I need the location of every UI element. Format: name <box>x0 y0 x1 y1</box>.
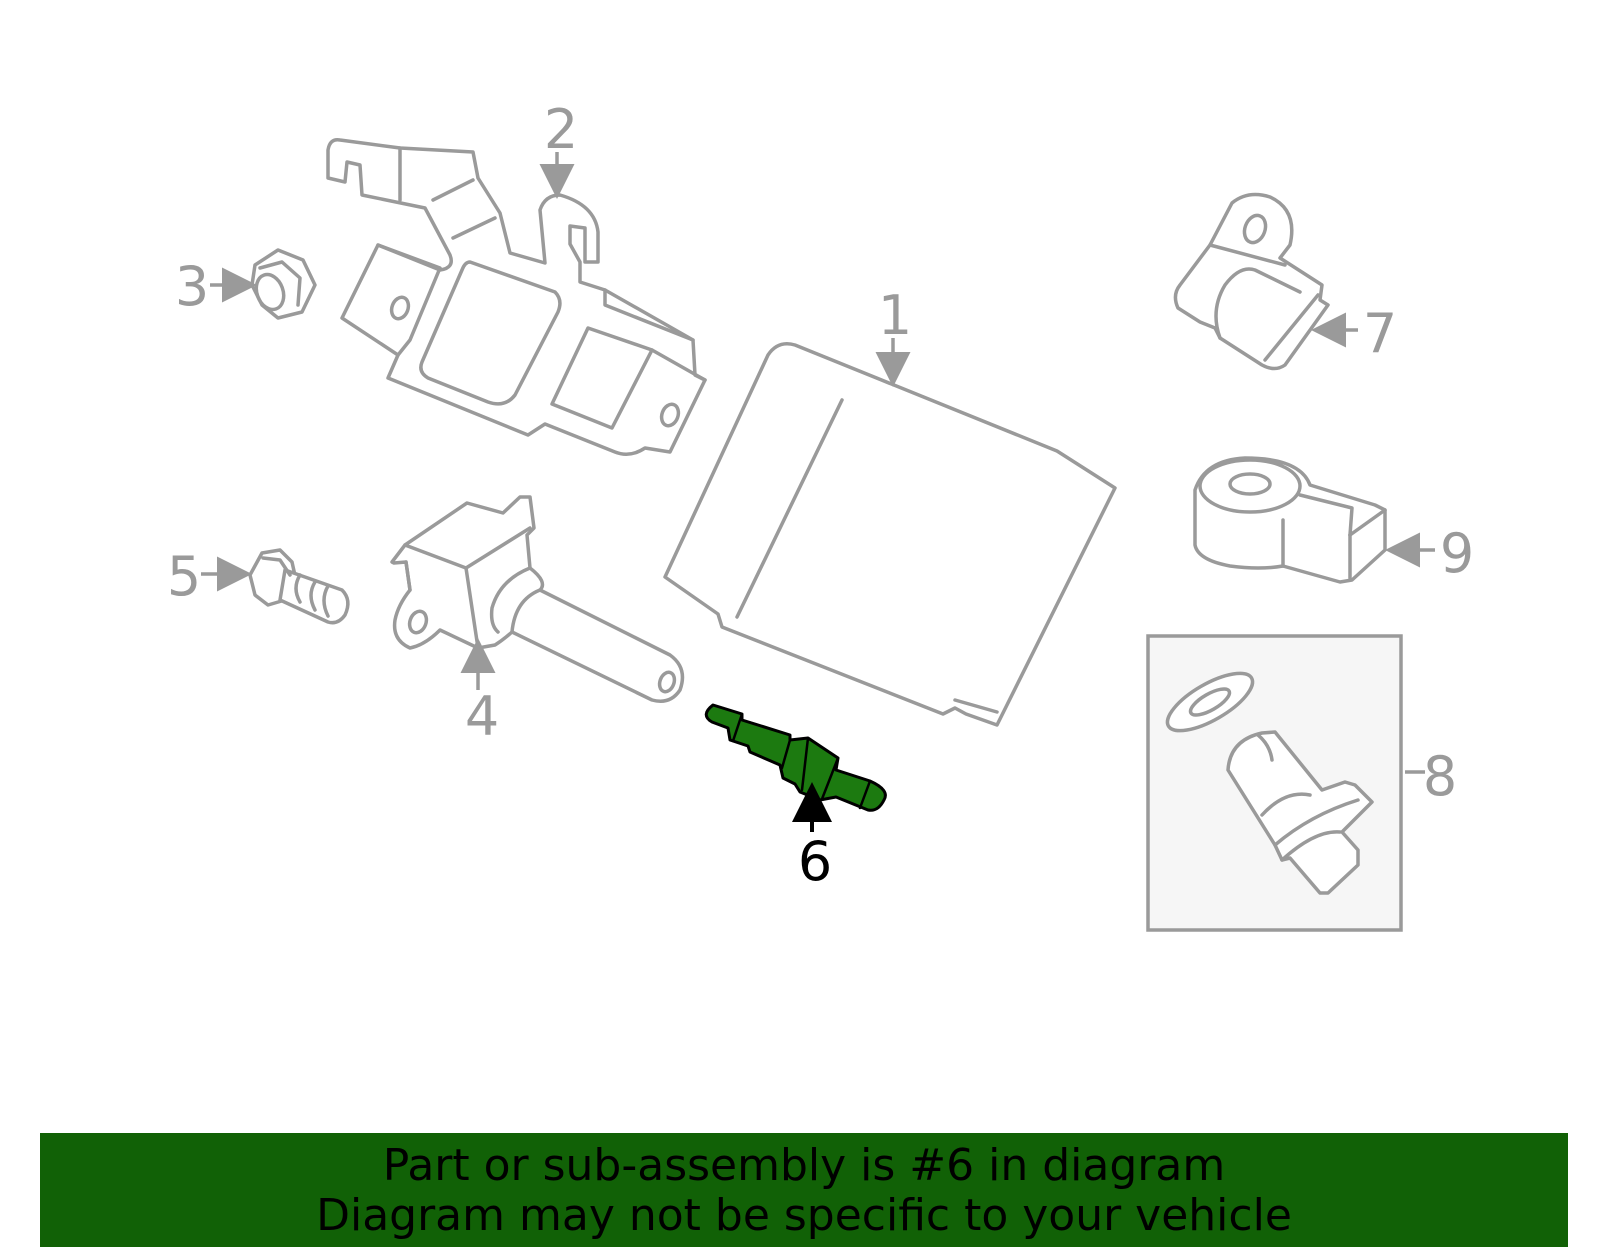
callout-7: 7 <box>1363 302 1397 365</box>
part-6-sensor-highlighted[interactable] <box>704 703 887 812</box>
callout-8: 8 <box>1423 745 1457 808</box>
part-3-nut[interactable] <box>250 248 317 320</box>
callout-9: 9 <box>1440 522 1474 585</box>
callout-3: 3 <box>175 255 209 318</box>
callout-1: 1 <box>878 284 912 347</box>
callout-5: 5 <box>167 545 201 608</box>
banner-line-2: Diagram may not be specific to your vehi… <box>316 1190 1292 1241</box>
info-banner: Part or sub-assembly is #6 in diagram Di… <box>40 1133 1568 1247</box>
part-5-bolt[interactable] <box>248 548 350 625</box>
part-9-knock-sensor[interactable] <box>1193 456 1387 584</box>
part-8-sensor-kit[interactable] <box>1146 634 1403 932</box>
banner-line-1: Part or sub-assembly is #6 in diagram <box>382 1140 1226 1191</box>
part-1-control-module[interactable] <box>663 342 1117 727</box>
callout-6: 6 <box>798 830 832 893</box>
callout-2: 2 <box>544 98 578 161</box>
part-4-ignition-coil[interactable] <box>390 495 685 703</box>
callout-4: 4 <box>465 685 499 748</box>
part-2-bracket[interactable] <box>326 137 707 456</box>
part-7-sensor[interactable] <box>1173 192 1330 371</box>
